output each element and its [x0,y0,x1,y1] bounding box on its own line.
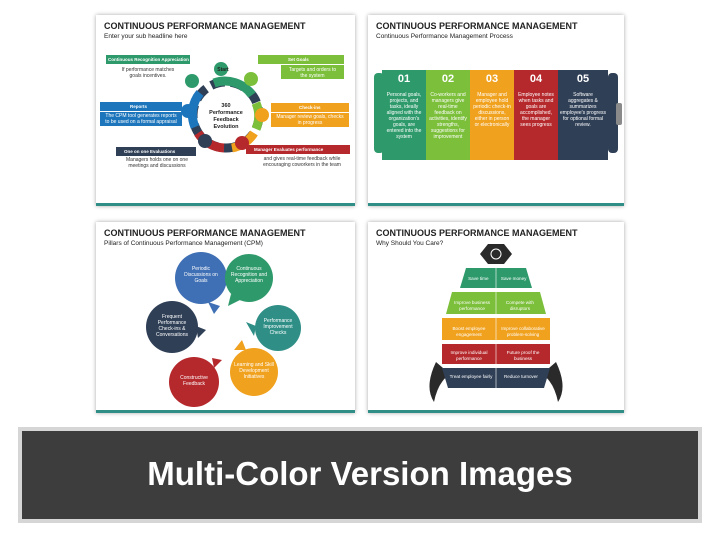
item-manager-evaluates: Manager Evaluates performance [246,145,350,154]
slide-thumbnail-1[interactable]: CONTINUOUS PERFORMANCE MANAGEMENT Enter … [96,15,355,206]
item-recognition-text: If performance matches goals incentives. [121,67,175,79]
tier-5: Treat employee fairly Reduce turnover [449,374,538,379]
item-set-goals-text-box: Targets and orders to the system [281,65,344,79]
item-check-ins-text-box: Manager review goals, checks in progress [271,113,349,127]
pillar-4: Learning and Skill Development Initiativ… [234,362,274,380]
roller-left [374,73,384,153]
pillar-6: Frequent Performance Check-ins & Convers… [156,314,188,338]
slide-subtitle: Why Should You Care? [376,240,444,247]
footer-banner: Multi-Color Version Images [22,431,698,519]
pillars-diagram [146,252,301,407]
cycle-diagram [181,62,269,153]
banner-title: Multi-Color Version Images [147,455,573,492]
pillar-2: Continuous Recognition and Appreciation [230,266,268,284]
slide-accent-bar [96,410,355,413]
item-manager-evaluates-text: and gives real-time feedback while encou… [263,156,341,168]
step-01: 01 Personal goals, projects, and tasks, … [382,70,426,160]
item-one-on-one: One on one Evaluations [116,147,196,156]
item-check-ins: Check-ins [271,103,349,112]
item-reports: Reports [100,102,182,111]
tier-2: Improve business performance Compete wit… [454,300,534,311]
tier-3: Boost employee engagement Improve collab… [452,326,545,337]
step-05: 05 Software aggregates & summarizes empl… [558,70,608,160]
item-reports-text-box: The CPM tool generates reports to be use… [100,112,182,126]
slide-accent-bar [368,203,624,206]
step-04: 04 Employee notes when tasks and goals a… [514,70,558,160]
item-set-goals: Set Goals [258,55,344,64]
slide-title: CONTINUOUS PERFORMANCE MANAGEMENT [104,21,306,31]
item-one-on-one-text: Managers holds one on one meetings and d… [126,157,188,169]
roller-knob [616,103,622,125]
item-recognition: Continuous Recognition Appreciation [106,55,190,64]
step-02: 02 Co-workers and managers give real-tim… [426,70,470,160]
slide-thumbnail-4[interactable]: CONTINUOUS PERFORMANCE MANAGEMENT Why Sh… [368,222,624,413]
step-03: 03 Manager and employee hold periodic ch… [470,70,514,160]
slide-subtitle: Continuous Performance Management Proces… [376,33,513,40]
slide-title: CONTINUOUS PERFORMANCE MANAGEMENT [376,21,578,31]
roller-right [608,73,618,153]
slide-title: CONTINUOUS PERFORMANCE MANAGEMENT [376,228,578,238]
start-label: Start [217,67,229,73]
pillar-5: Constructive Feedback [180,375,208,387]
slide-thumbnail-3[interactable]: CONTINUOUS PERFORMANCE MANAGEMENT Pillar… [96,222,355,413]
slide-subtitle: Enter your sub headline here [104,33,188,40]
pillar-1: Periodic Discussions on Goals [184,266,218,284]
slide-title: CONTINUOUS PERFORMANCE MANAGEMENT [104,228,306,238]
rocket-diagram [429,244,563,402]
center-text: 360 Performance Feedback Evolution [209,103,243,130]
slide-thumbnail-2[interactable]: CONTINUOUS PERFORMANCE MANAGEMENT Contin… [368,15,624,206]
pillar-3: Performance Improvement Checks [263,318,293,336]
tier-4: Improve individual performance Future pr… [450,350,540,361]
slide-accent-bar [368,410,624,413]
slide-subtitle: Pillars of Continuous Performance Manage… [104,240,263,247]
tier-1: Save time Save money [468,276,527,281]
slide-accent-bar [96,203,355,206]
